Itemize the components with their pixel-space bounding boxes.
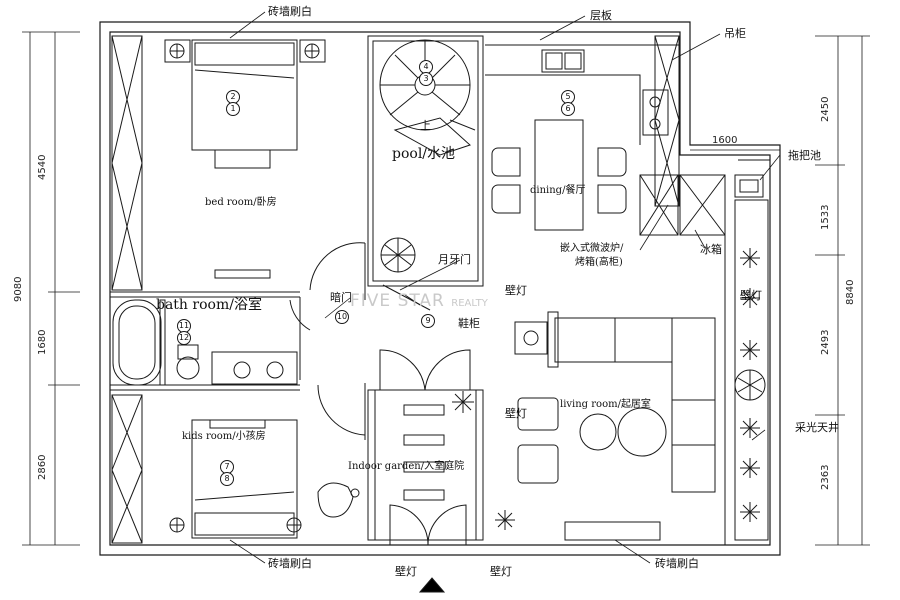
label-bedroom: bed room/卧房 [205,197,277,208]
marker-3: 3 [419,72,433,86]
bedroom-wardrobe [111,35,143,291]
label-bathroom: bath room/浴室 [156,297,262,313]
label-microwave-1: 嵌入式微波炉/ [560,243,624,254]
label-pool: pool/水池 [392,146,456,162]
bathroom-fixtures [110,299,300,391]
label-hidden-door: 暗门 [330,291,352,304]
marker-10: 10 [335,310,349,324]
skylight-plants [734,248,766,522]
sofa [514,311,716,493]
dim-right-3: 2493 [820,329,831,355]
marker-1: 1 [226,102,240,116]
label-wall-lamp-4: 壁灯 [395,565,417,578]
dim-right-4: 2363 [820,464,831,490]
label-skylight: 采光天井 [795,421,839,434]
dim-right-2: 1533 [820,204,831,230]
label-brick-wall-bottom-left: 砖墙刷白 [268,557,312,570]
dim-left-1: 4540 [37,154,48,180]
marker-8: 8 [220,472,234,486]
leader-lines [229,11,781,564]
entrance-arrow [418,577,446,593]
dim-left-total: 9080 [13,276,24,302]
living-tables [495,397,667,541]
marker-9: 9 [421,314,435,328]
dim-left-2: 1680 [37,329,48,355]
dining-table [491,119,627,231]
dim-left-3: 2860 [37,454,48,480]
label-kids-room: kids room/小孩房 [182,431,266,442]
watermark-main: FIVE STAR [350,291,445,311]
dim-right-1: 2450 [820,96,831,122]
label-indoor-garden: Indoor garden/入室庭院 [348,461,465,472]
indoor-garden [317,349,484,546]
skylight-strip [724,199,769,545]
label-dining: dining/餐厅 [530,185,586,196]
label-brick-wall-top: 砖墙刷白 [268,5,312,18]
label-brick-wall-bottom-right: 砖墙刷白 [655,557,699,570]
left-dimension-lines [22,31,80,546]
label-fridge: 冰箱 [700,243,722,256]
label-moon-gate: 月牙门 [438,253,471,266]
label-wall-lamp-1: 壁灯 [505,284,527,297]
spiral-staircase [379,39,476,156]
kids-room-furniture [111,394,302,544]
label-shoe-cabinet: 鞋柜 [458,317,480,330]
label-living-room: living room/起居室 [560,399,651,410]
pool-plant [380,237,416,273]
outer-walls [99,21,781,556]
marker-12: 12 [177,331,191,345]
label-pool-upper: 上 [420,119,431,132]
dim-right-total: 8840 [845,279,856,305]
doors [289,242,431,440]
label-wall-lamp-5: 壁灯 [490,565,512,578]
watermark: FIVE STAR REALTY [350,291,488,311]
right-dimension-lines [690,35,870,546]
marker-6: 6 [561,102,575,116]
label-microwave-2: 烤箱(高柜) [575,257,623,268]
kitchen-counter [485,35,680,207]
label-shelf: 层板 [590,9,612,22]
watermark-sub: REALTY [451,298,488,309]
label-wall-lamp-3: 壁灯 [505,407,527,420]
label-hanging-cabinet: 吊柜 [724,27,746,40]
label-mop-sink: 拖把池 [788,149,821,162]
label-wall-lamp-2: 壁灯 [740,289,762,302]
dim-1600: 1600 [712,135,738,146]
double-bed [164,39,326,279]
tall-cabinets [639,144,770,236]
